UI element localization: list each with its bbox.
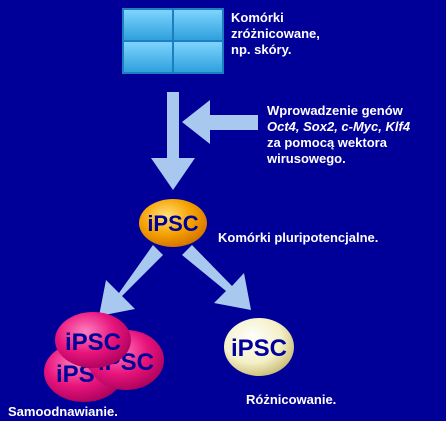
down-left-arrow — [99, 245, 163, 316]
ipsc-label-orange: iPSC — [147, 211, 198, 236]
ipsc-cell-orange: iPSC — [139, 199, 207, 247]
pluripotent-label: Komórki pluripotencjalne. — [218, 230, 379, 245]
down-right-arrow — [182, 245, 251, 310]
gene-introduction-label: Wprowadzenie genów Oct4, Sox2, c-Myc, Kl… — [267, 103, 411, 166]
differentiation-label: Różnicowanie. — [246, 392, 337, 407]
ipsc-label-pink-front: iPSC — [65, 329, 121, 356]
down-arrow — [151, 92, 195, 190]
self-renewal-label: Samoodnawianie. — [8, 404, 118, 419]
differentiated-cells-image — [122, 8, 224, 74]
ipsc-cells-pink-cluster: iPSC iPSC iPSC — [44, 312, 164, 402]
left-arrow — [182, 100, 258, 144]
ipsc-cell-cream: iPSC — [224, 318, 294, 376]
differentiated-cells-label: Komórki zróżnicowane, np. skóry. — [231, 10, 320, 57]
ipsc-label-cream: iPSC — [231, 335, 287, 362]
